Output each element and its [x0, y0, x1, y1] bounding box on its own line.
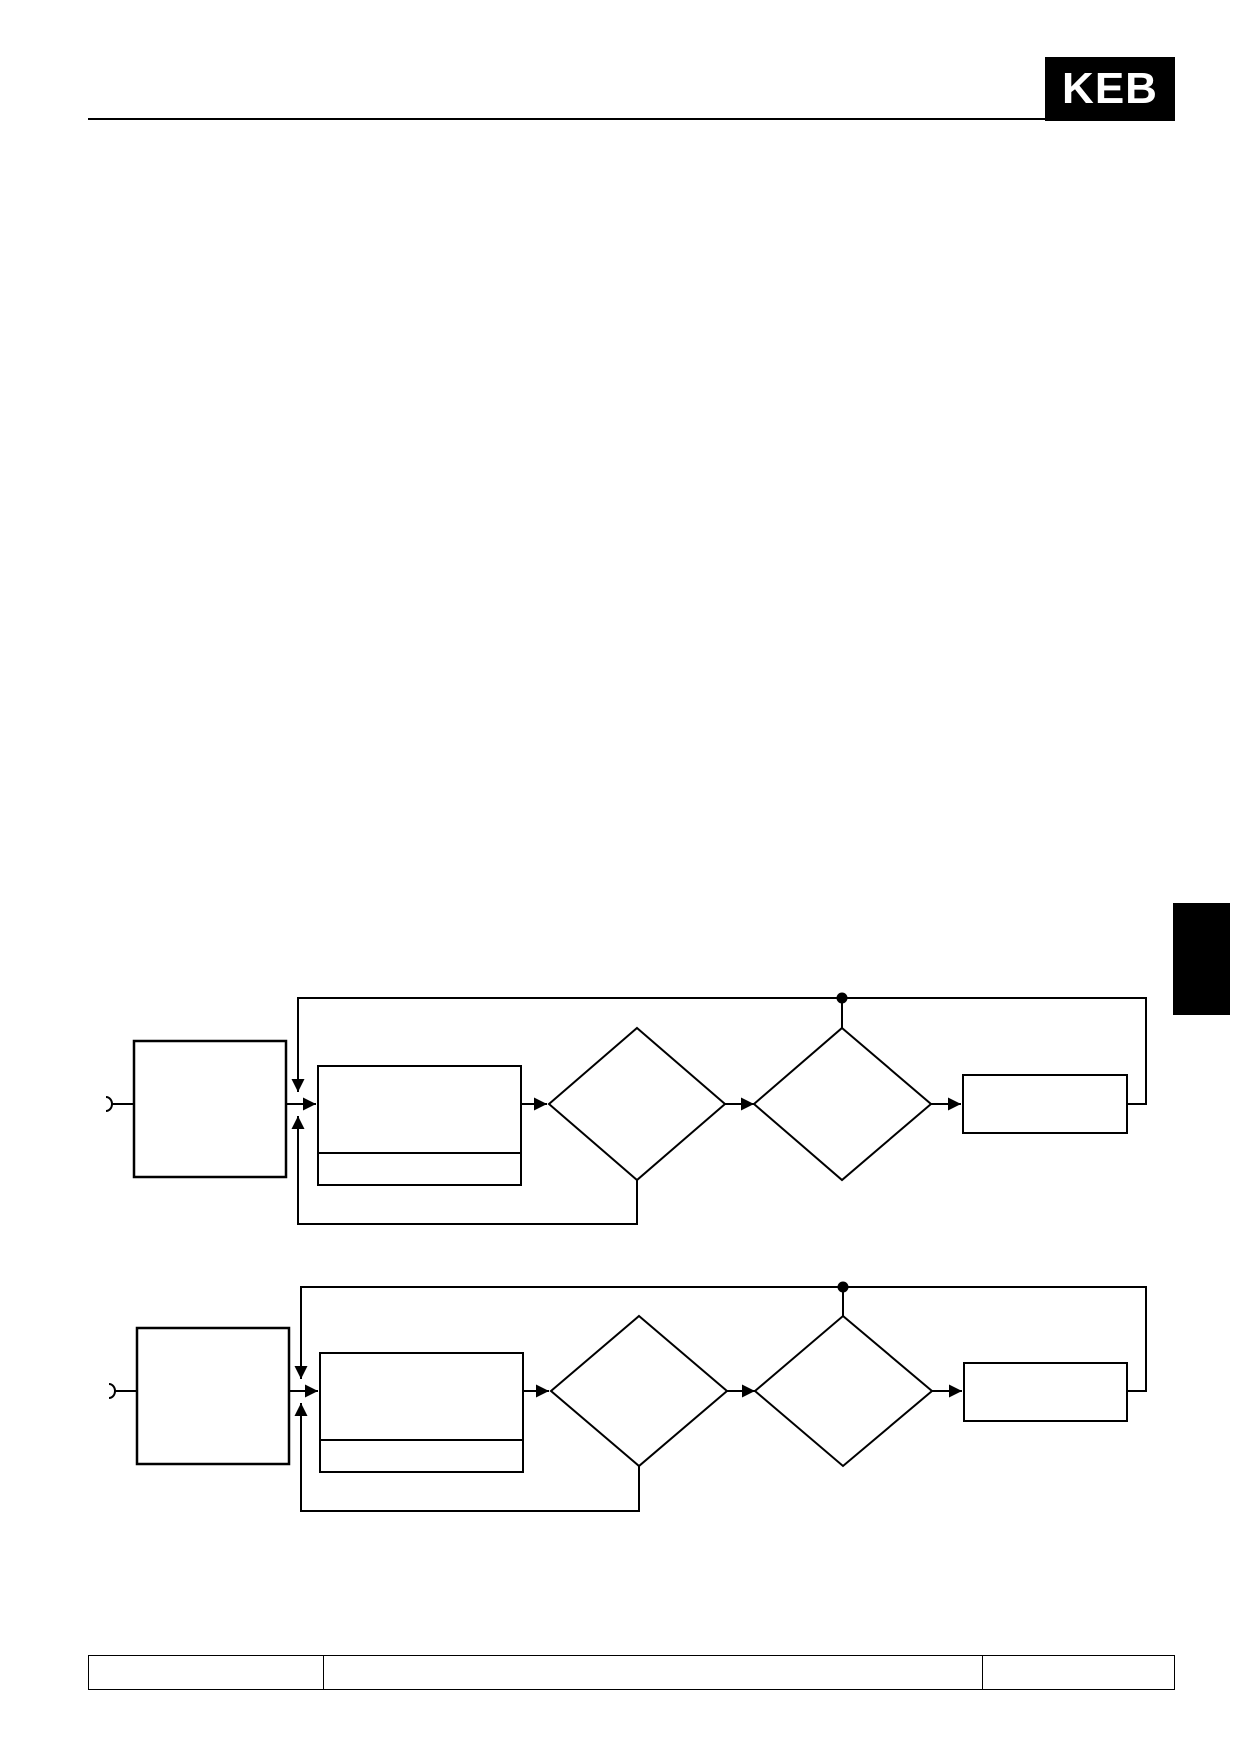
feedback-loop-bottom [291, 1116, 638, 1225]
input-connector-symbol [105, 1096, 113, 1112]
keb-logo: KEB [1045, 57, 1175, 121]
header-rule [88, 118, 1175, 120]
feedback-loop-bottom [294, 1403, 640, 1512]
output-block [963, 1362, 1128, 1422]
flowchart-lower [108, 1281, 1147, 1512]
junction-dot [836, 992, 848, 1004]
footer-cell-right [982, 1655, 1175, 1690]
junction-dot [837, 1281, 849, 1293]
feedback-loop-top [291, 997, 1147, 1105]
decision-diamond-2 [752, 1026, 933, 1182]
start-block [135, 1326, 291, 1466]
footer-cell-left [88, 1655, 324, 1690]
output-block [962, 1074, 1128, 1134]
footer-cell-middle [323, 1655, 983, 1690]
decision-diamond-1 [547, 1026, 727, 1182]
decision-diamond-1 [549, 1314, 729, 1468]
input-connector-symbol [108, 1383, 116, 1399]
feedback-loop-top [294, 1286, 1147, 1392]
chapter-tab-marker [1173, 903, 1230, 1015]
start-block [132, 1039, 288, 1179]
footer-table [88, 1655, 1175, 1690]
footer-row [88, 1655, 1175, 1690]
flowchart-upper [105, 992, 1147, 1225]
process-block [317, 1065, 522, 1186]
process-block [319, 1352, 524, 1473]
decision-diamond-2 [753, 1314, 934, 1468]
